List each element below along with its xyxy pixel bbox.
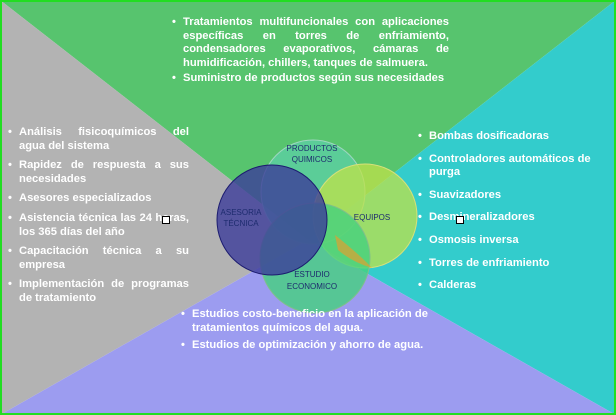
selection-handle-left[interactable]: [162, 216, 170, 224]
item-text: Controladores automáticos de purga: [429, 152, 591, 179]
item-text: Análisis fisicoquímicos del agua del sis…: [19, 126, 189, 152]
item-text: Desmineralizadores: [429, 211, 535, 224]
item-text: Bombas dosificadoras: [429, 130, 549, 142]
label-asesoria-tecnica-2: TÉCNICA: [223, 219, 259, 228]
list-item: •Torres de enfriamiento: [418, 256, 550, 269]
bottom-quadrant: [0, 240, 616, 415]
label-estudio-economico-2: ECONOMICO: [287, 282, 337, 291]
item-text: Suavizadores: [429, 188, 502, 201]
list-item: •Estudios costo-beneficio en la aplicaci…: [181, 308, 428, 334]
item-text: Capacitación técnica a su empresa: [19, 245, 189, 271]
item-text: Asistencia técnica las 24 horas, los 365…: [19, 211, 189, 238]
label-equipos: EQUIPOS: [354, 213, 390, 222]
item-text: Rapidez de respuesta a sus necesidades: [19, 159, 189, 185]
list-item: •Tratamientos multifuncionales con aplic…: [172, 16, 449, 69]
circle-asesoria-tecnica: [216, 164, 328, 276]
left-quadrant: [0, 0, 308, 415]
list-item: •Calderas: [418, 279, 477, 292]
list-item: •Asistencia técnica las 24 horas, los 36…: [8, 211, 189, 238]
list-item: •Suavizadores: [418, 188, 502, 201]
selection-handle-right[interactable]: [456, 216, 464, 224]
item-text: Calderas: [429, 279, 477, 292]
list-item: •Implementación de programas de tratamie…: [8, 278, 189, 304]
left-panel: •Análisis fisicoquímicos del agua del si…: [8, 126, 189, 312]
label-estudio-economico: ESTUDIO: [294, 270, 330, 279]
list-item: •Estudios de optimización y ahorro de ag…: [181, 339, 424, 352]
bottom-panel: •Estudios costo-beneficio en la aplicaci…: [181, 308, 428, 357]
top-panel: •Tratamientos multifuncionales con aplic…: [172, 16, 449, 88]
list-item: •Suministro de productos según sus neces…: [172, 72, 445, 85]
list-item: •Controladores automáticos de purga: [418, 152, 591, 179]
item-text: Suministro de productos según sus necesi…: [183, 72, 445, 85]
top-quadrant: [0, 0, 616, 240]
venn-diagram: PRODUCTOS QUIMICOS ASESORIA TÉCNICA EQUI…: [216, 139, 418, 314]
right-quadrant: [308, 0, 616, 415]
item-text: Estudios costo-beneficio en la aplicació…: [192, 308, 428, 334]
item-text: Osmosis inversa: [429, 233, 519, 246]
list-item: •Asesores especializados: [8, 192, 152, 205]
item-text: Asesores especializados: [19, 192, 152, 205]
label-asesoria-tecnica: ASESORIA: [221, 208, 263, 217]
item-text: Implementación de programas de tratamien…: [19, 278, 189, 304]
list-item: •Osmosis inversa: [418, 233, 519, 246]
item-text: Estudios de optimización y ahorro de agu…: [192, 339, 424, 352]
list-item: •Desmineralizadores: [418, 211, 535, 224]
label-productos-quimicos-2: QUIMICOS: [292, 155, 332, 164]
item-text: Tratamientos multifuncionales con aplica…: [183, 16, 449, 69]
venn-overlap-accent: [335, 235, 372, 268]
list-item: •Rapidez de respuesta a sus necesidades: [8, 159, 189, 185]
list-item: •Bombas dosificadoras: [418, 130, 549, 142]
item-text: Torres de enfriamiento: [429, 256, 550, 269]
label-productos-quimicos: PRODUCTOS: [287, 144, 338, 153]
list-item: •Capacitación técnica a su empresa: [8, 245, 189, 271]
list-item: •Análisis fisicoquímicos del agua del si…: [8, 126, 189, 152]
right-panel: •Bombas dosificadoras •Controladores aut…: [418, 130, 608, 302]
